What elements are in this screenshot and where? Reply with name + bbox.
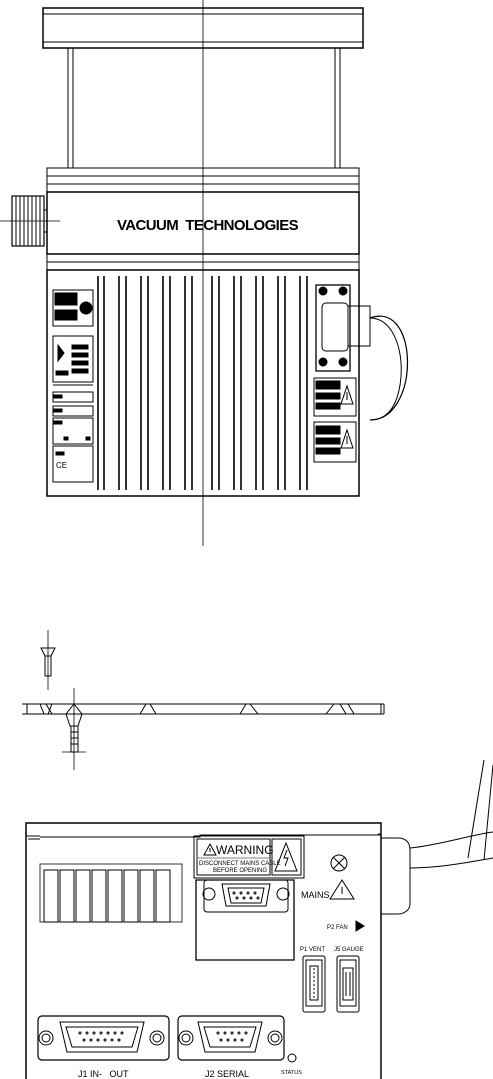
brand-text: VACUUM TECHNOLOGIES — [117, 217, 299, 234]
mains-connector — [195, 879, 295, 961]
warning-title: WARNING — [216, 843, 274, 857]
p1-vent-label: P1 VENT — [300, 947, 325, 953]
j2-serial-connector[interactable] — [177, 1015, 285, 1061]
j2-serial-label: J2 SERIAL — [205, 1069, 249, 1079]
cooling-fins — [97, 276, 308, 490]
screw-cross-icon — [330, 854, 348, 872]
pump-body — [67, 47, 341, 169]
mains-label: MAINS — [301, 890, 330, 900]
j5-gauge-label: J5 GAUGE — [334, 947, 364, 953]
screw-upper — [40, 630, 56, 690]
warning-line2: BEFORE OPENING — [213, 868, 267, 874]
electric-hazard-icon — [274, 841, 298, 872]
warning-line1: DISCONNECT MAINS CABLE — [199, 861, 281, 867]
pump-side-view: CE VACUUM TECHNOLO — [0, 0, 408, 546]
mains-warning-icon — [329, 879, 355, 900]
controller-right-connectors — [313, 284, 408, 463]
status-label: STATUS — [281, 1070, 302, 1076]
mains-cable — [381, 759, 493, 915]
j1-in-out-connector[interactable] — [37, 1015, 170, 1061]
warning-label — [193, 835, 305, 879]
mounting-plate — [22, 703, 385, 715]
vent-slots — [39, 863, 183, 923]
warning-icon — [203, 842, 217, 856]
screw-lower — [62, 688, 86, 770]
vent-knob — [0, 195, 60, 247]
controller-panel: WARNING DISCONNECT MAINS CABLE BEFORE OP… — [25, 759, 493, 1079]
svg-text:CE: CE — [56, 461, 67, 470]
controller-left-labels: CE — [52, 289, 94, 483]
p2-fan-arrow-icon — [355, 920, 365, 932]
j5-gauge-connector[interactable] — [336, 955, 360, 1013]
status-led — [287, 1053, 297, 1063]
j1-in-out-label: J1 IN- OUT — [78, 1069, 129, 1079]
p1-vent-connector[interactable] — [302, 955, 326, 1013]
mounting-plate-view — [22, 630, 385, 770]
p2-fan-label: P2 FAN — [327, 925, 348, 931]
